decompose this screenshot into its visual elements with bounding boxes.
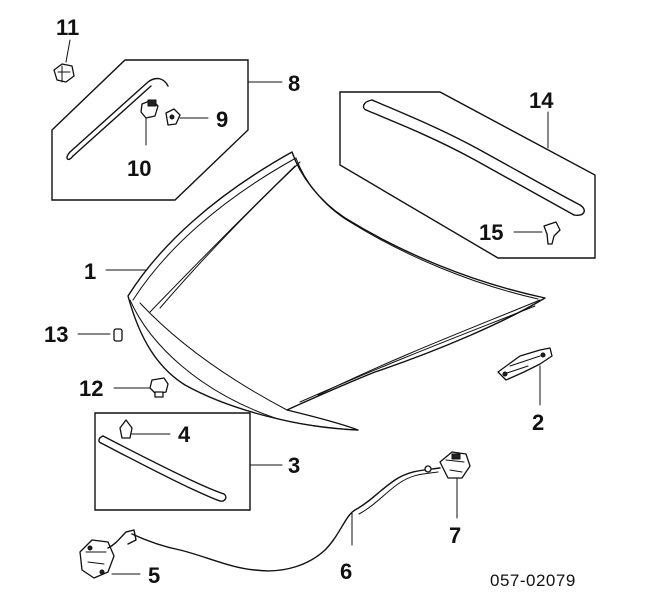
seal-clip-4 — [119, 419, 133, 439]
hood-hinge-2 — [497, 347, 553, 381]
hood-weatherstrip — [362, 99, 585, 217]
hood-support-rod — [66, 77, 169, 161]
rod-clip-10 — [140, 99, 159, 119]
callout-7: 7 — [449, 523, 461, 548]
callout-3: 3 — [288, 453, 300, 478]
callout-11: 11 — [56, 15, 79, 40]
callout-10: 10 — [127, 156, 151, 181]
group-box-8 — [51, 59, 283, 201]
hood-lock-5 — [79, 529, 137, 579]
weatherstrip-clip-15 — [543, 221, 561, 245]
callout-13: 13 — [44, 322, 68, 347]
leader-11 — [65, 39, 71, 63]
callout-12: 12 — [79, 376, 103, 401]
clip-11 — [53, 63, 75, 83]
group-box-14 — [339, 91, 596, 259]
diagram-code: 057-02079 — [490, 571, 576, 590]
callout-1: 1 — [84, 259, 96, 284]
release-handle-7 — [439, 451, 471, 479]
callout-14: 14 — [529, 88, 554, 113]
callout-2: 2 — [532, 410, 544, 435]
bumper-12 — [149, 377, 169, 398]
callout-4: 4 — [178, 422, 191, 447]
front-seal-strip — [98, 435, 227, 502]
callout-5: 5 — [148, 563, 160, 588]
hood-panel — [127, 151, 546, 431]
callout-8: 8 — [288, 71, 300, 96]
grommet-9 — [165, 108, 181, 126]
group-box-3 — [94, 412, 283, 511]
callout-6: 6 — [340, 559, 352, 584]
callout-15: 15 — [479, 220, 503, 245]
bumper-stop-13 — [113, 328, 123, 342]
release-cable-6 — [131, 465, 441, 572]
callout-9: 9 — [216, 107, 228, 132]
